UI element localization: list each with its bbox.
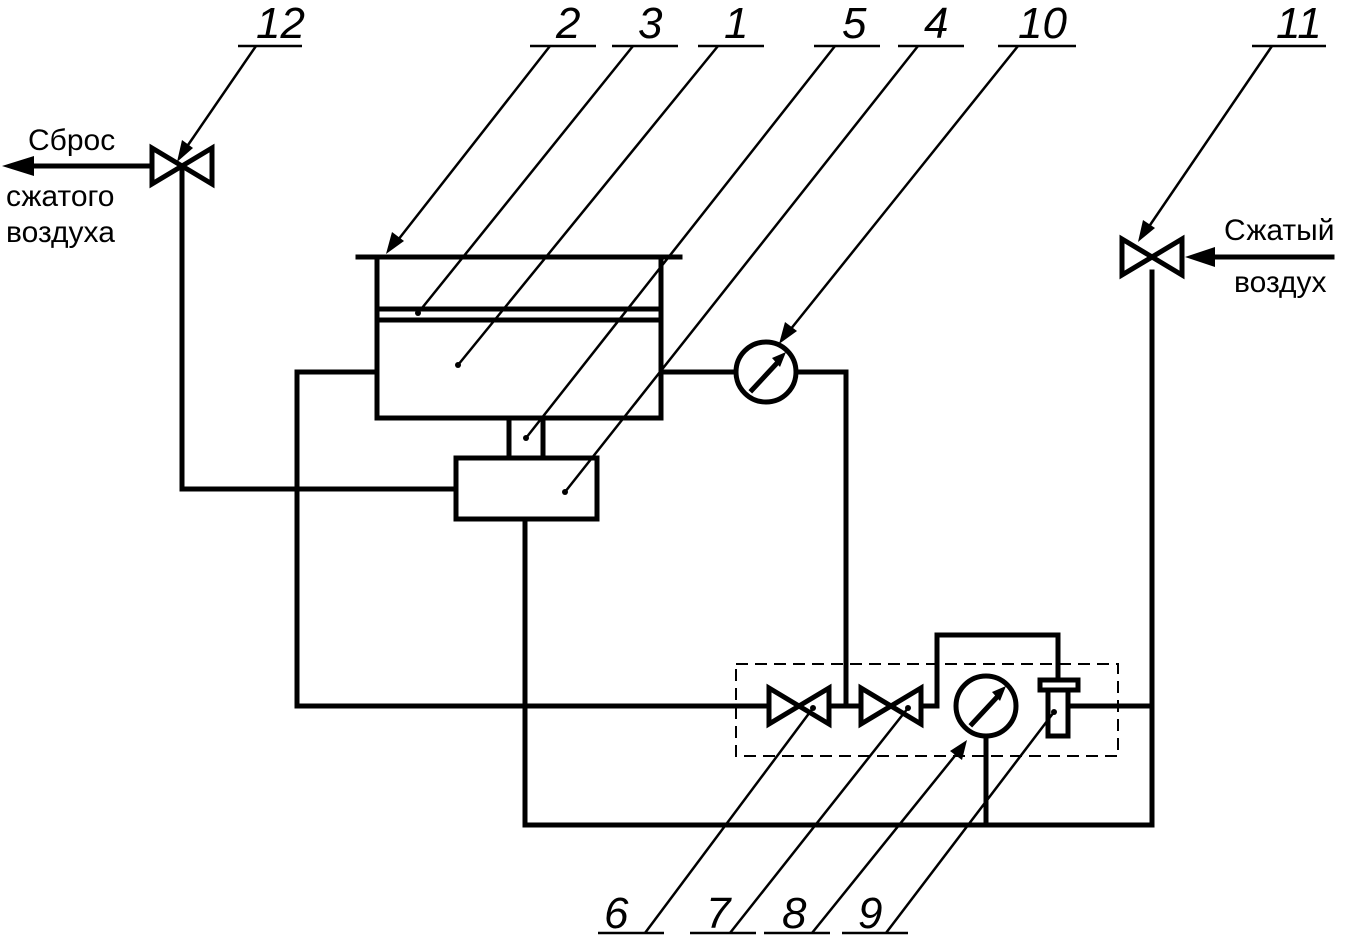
release-text-line2: сжатого bbox=[6, 180, 115, 213]
pipe-gauge-10-to-valve-7 bbox=[793, 369, 864, 709]
valve-12-icon bbox=[149, 143, 215, 189]
supply-annotation: Сжатый воздух bbox=[1224, 214, 1334, 299]
leader-6-dot bbox=[810, 705, 816, 711]
label-6: 6 bbox=[604, 889, 629, 938]
pipe-left-loop bbox=[294, 369, 772, 709]
leader-lines bbox=[177, 45, 1274, 934]
leader-3-dot bbox=[415, 310, 421, 316]
valve-7 bbox=[858, 683, 924, 729]
gauge-10-needle-arrow-icon bbox=[772, 352, 786, 367]
gauge-10 bbox=[733, 339, 799, 405]
leader-5-dot bbox=[523, 435, 529, 441]
pipe-valve-7-to-filter bbox=[918, 632, 1061, 709]
label-12: 12 bbox=[256, 0, 305, 48]
leader-2 bbox=[397, 45, 551, 241]
label-7: 7 bbox=[706, 889, 732, 938]
leader-9 bbox=[885, 711, 1055, 934]
leader-8 bbox=[811, 751, 959, 934]
gauge-8-dial bbox=[953, 673, 1019, 739]
label-8: 8 bbox=[782, 889, 807, 938]
label-5: 5 bbox=[842, 0, 867, 48]
valve-6-icon bbox=[766, 683, 832, 729]
gauge-10-needle bbox=[748, 358, 782, 394]
control-panel-boundary bbox=[735, 663, 1119, 757]
valve-6 bbox=[766, 683, 832, 729]
gauge-10-dial bbox=[733, 339, 799, 405]
gauge-8-needle bbox=[968, 692, 1002, 728]
number-labels: 12 2 3 1 5 4 10 11 6 7 8 9 bbox=[238, 0, 1326, 938]
supply-arrow-icon bbox=[1185, 247, 1215, 267]
label-3: 3 bbox=[638, 0, 663, 48]
leader-12 bbox=[184, 45, 258, 149]
gauge-8 bbox=[953, 673, 1019, 739]
filter-9 bbox=[1037, 677, 1081, 739]
release-text-line1: Сброс bbox=[28, 124, 115, 157]
leader-9-dot bbox=[1051, 709, 1057, 715]
valve-7-icon bbox=[858, 683, 924, 729]
leader-12-arrow-icon bbox=[177, 140, 193, 162]
supply-text-line1: Сжатый bbox=[1224, 214, 1334, 247]
pipe-bottom-return bbox=[522, 516, 1155, 828]
label-11: 11 bbox=[1276, 0, 1322, 48]
leader-7 bbox=[729, 707, 909, 934]
valve-11-icon bbox=[1119, 234, 1185, 280]
leader-11 bbox=[1146, 45, 1274, 229]
label-2: 2 bbox=[555, 0, 580, 48]
leader-3 bbox=[417, 45, 634, 314]
leader-1 bbox=[457, 45, 719, 366]
release-arrow-icon bbox=[2, 156, 34, 176]
label-4: 4 bbox=[924, 0, 948, 48]
block-unit bbox=[453, 455, 600, 522]
leader-7-dot bbox=[905, 705, 911, 711]
leader-8-arrow-icon bbox=[950, 740, 967, 760]
leader-5 bbox=[525, 45, 836, 439]
vessel bbox=[355, 254, 683, 421]
label-9: 9 bbox=[858, 889, 882, 938]
valve-12 bbox=[149, 143, 215, 189]
label-10: 10 bbox=[1018, 0, 1067, 48]
release-annotation: Сброс сжатого воздуха bbox=[6, 124, 115, 249]
leader-10 bbox=[789, 45, 1019, 331]
leader-11-arrow-icon bbox=[1138, 220, 1155, 242]
valve-11 bbox=[1119, 234, 1185, 280]
leader-1-dot bbox=[455, 362, 461, 368]
release-text-line3: воздуха bbox=[6, 216, 115, 249]
vessel-body bbox=[374, 254, 664, 421]
pipe-to-release-valve bbox=[179, 163, 459, 492]
gauge-8-needle-arrow-icon bbox=[992, 686, 1006, 701]
piping bbox=[27, 163, 1335, 828]
leader-4 bbox=[564, 45, 919, 493]
leader-10-arrow-icon bbox=[779, 322, 797, 344]
supply-text-line2: воздух bbox=[1234, 266, 1327, 299]
leader-6 bbox=[643, 707, 815, 934]
leader-4-dot bbox=[562, 489, 568, 495]
leader-2-arrow-icon bbox=[386, 232, 404, 254]
label-1: 1 bbox=[724, 0, 748, 48]
filter-9-body bbox=[1045, 687, 1071, 739]
